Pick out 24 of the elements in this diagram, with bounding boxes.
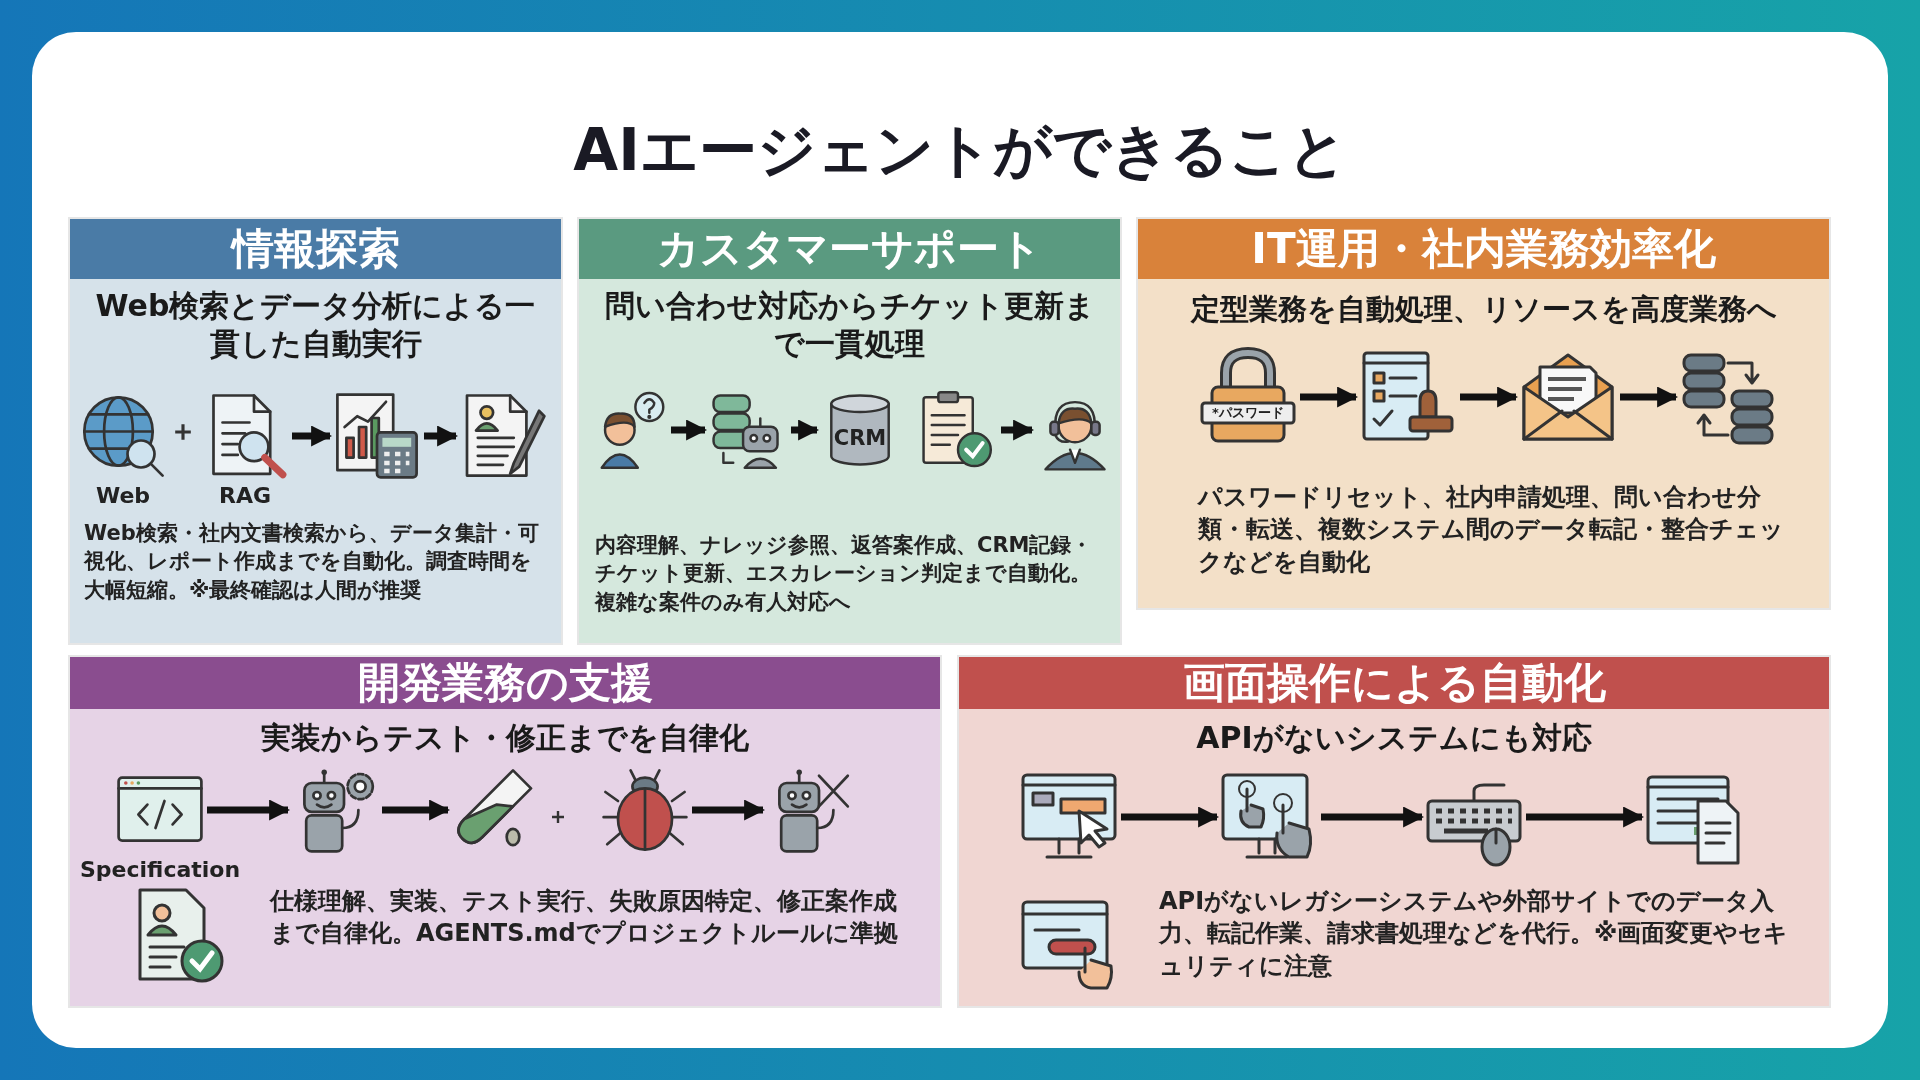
- description-text: APIがないレガシーシステムや外部サイトでのデータ入力、転記作業、請求書処理などを代行。※画面変更やセキュリティに注意: [1159, 886, 1790, 982]
- feature-panel: [68, 217, 563, 645]
- description-text: 仕様理解、実装、テスト実行、失敗原因特定、修正案作成まで自律化。AGENTS.mdでプロジェクトルールに準拠: [270, 886, 899, 950]
- feature-panel: [1136, 217, 1831, 610]
- panel-subheading: 定型業務を自動処理、リソースを高度業務へ: [1189, 291, 1778, 328]
- feature-panel: [957, 655, 1831, 1008]
- icon-caption: RAG: [219, 483, 271, 508]
- feature-panel: [577, 217, 1122, 645]
- icon-caption: Web: [95, 483, 151, 508]
- panel-heading: 情報探索: [70, 219, 561, 279]
- description-text: Web検索・社内文書検索から、データ集計・可視化、レポート作成までを自動化。調査時間を大幅短縮。※最終確認は人間が推奨: [84, 520, 540, 604]
- panel-subheading: Web検索とデータ分析による一貫した自動実行: [94, 287, 537, 362]
- panel-heading: カスタマーサポート: [579, 219, 1120, 279]
- page-title: AIエージェントができること: [572, 115, 1348, 186]
- panel-heading: 画面操作による自動化: [959, 657, 1829, 709]
- panel-heading: 開発業務の支援: [70, 657, 940, 709]
- icon-caption: Specification: [80, 857, 241, 882]
- feature-panel: [68, 655, 942, 1008]
- panel-subheading: APIがないシステムにも対応: [1195, 719, 1593, 757]
- description-text: パスワードリセット、社内申請処理、問い合わせ分類・転送、複数システム間のデータ転記・整合チェックなどを自動化: [1198, 482, 1785, 578]
- description-text: 内容理解、ナレッジ参照、返答案作成、CRM記録・チケット更新、エスカレーション判定まで自動化。複雑な案件のみ有人対応へ: [595, 532, 1094, 616]
- panel-subheading: 実装からテスト・修正までを自律化: [260, 719, 750, 757]
- panel-subheading: 問い合わせ対応からチケット更新まで一貫処理: [603, 287, 1096, 362]
- panel-heading: IT運用・社内業務効率化: [1138, 219, 1829, 279]
